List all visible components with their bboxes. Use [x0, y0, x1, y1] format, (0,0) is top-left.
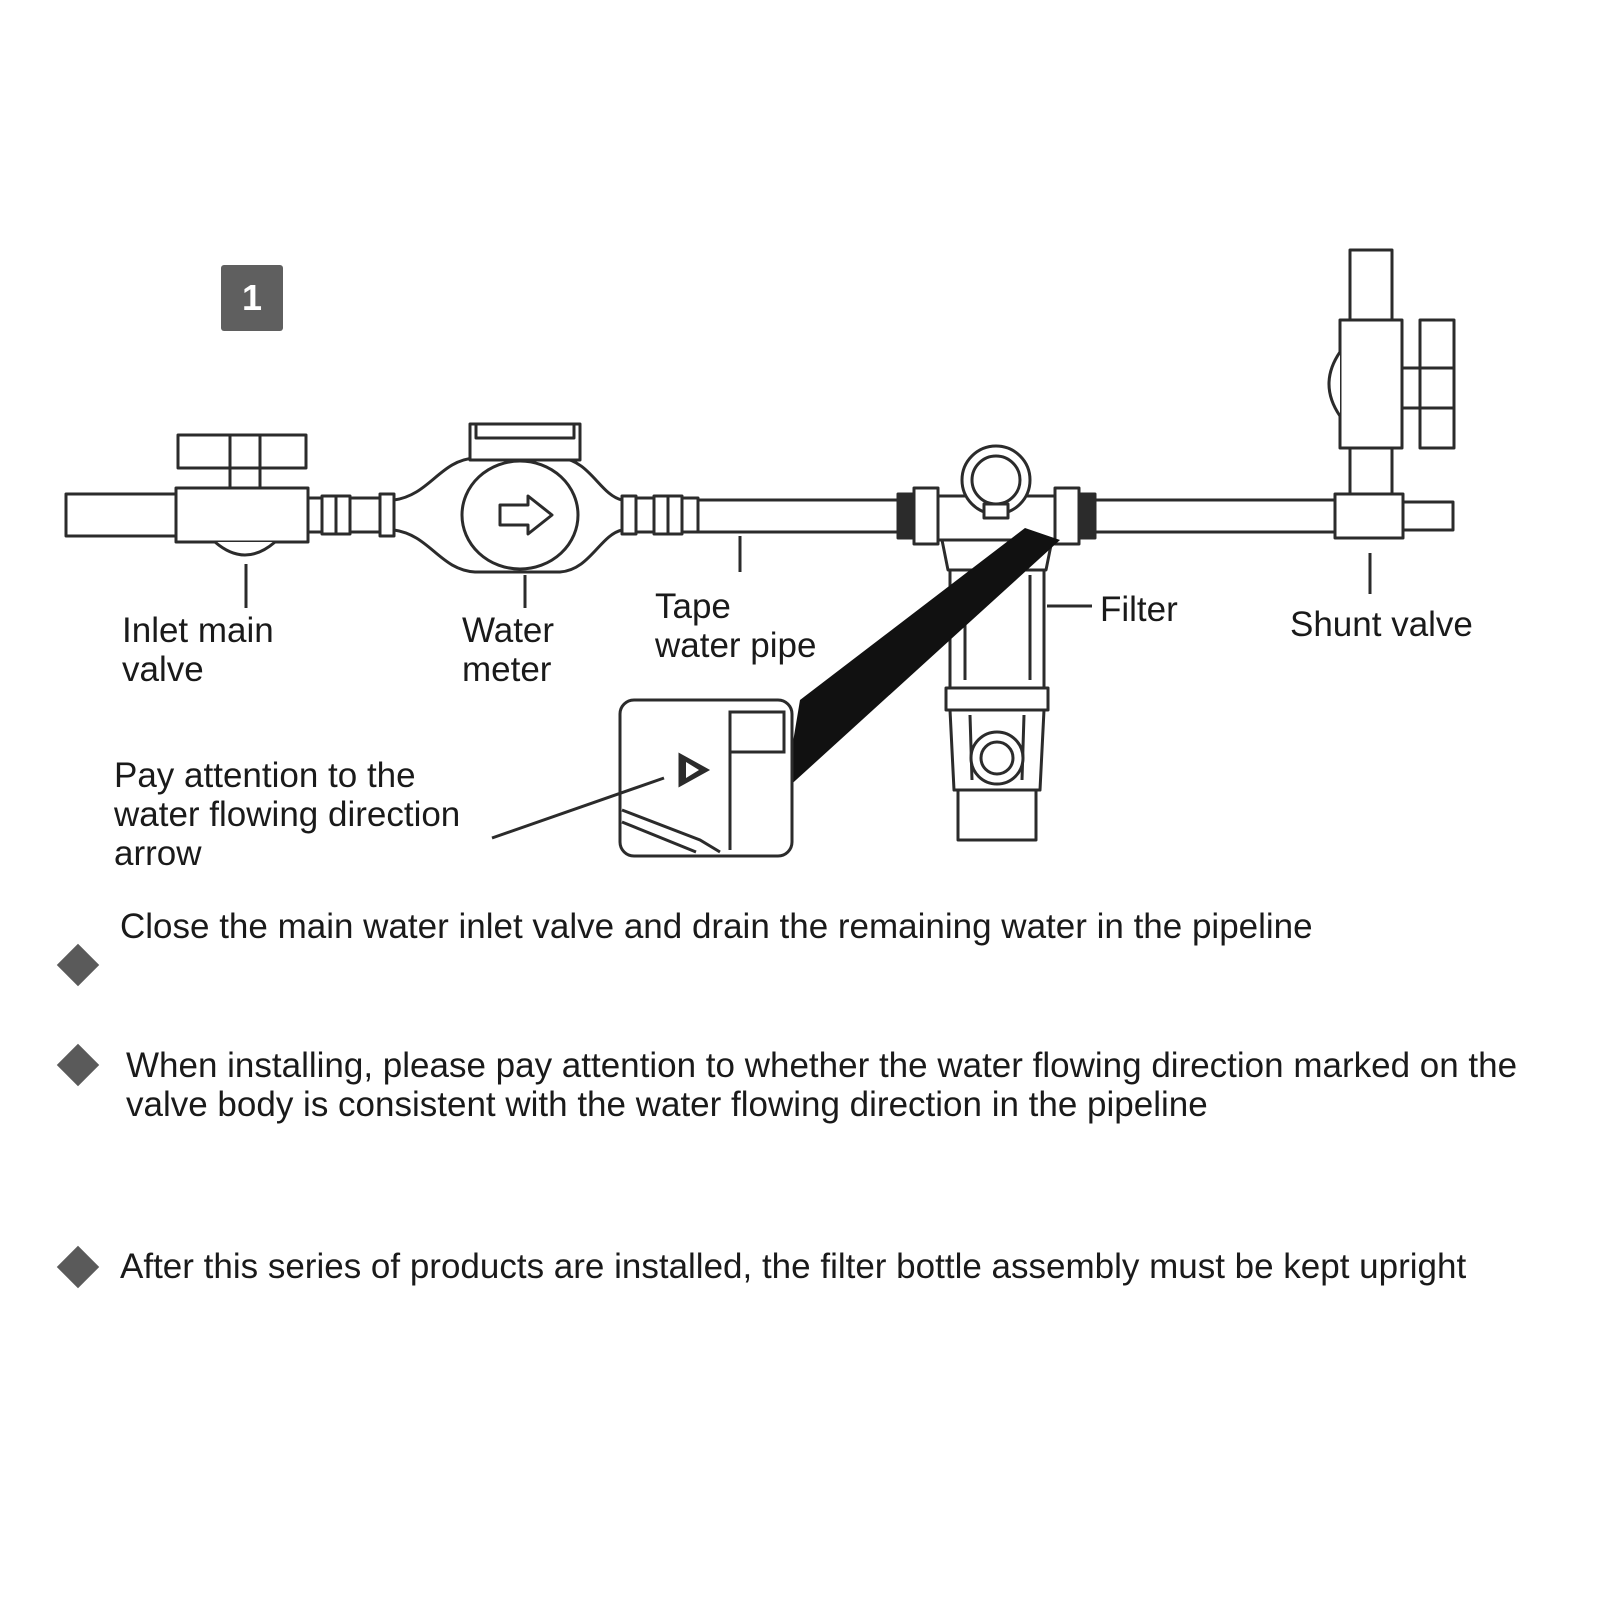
label-tape-water-pipe: Tape water pipe [655, 587, 817, 665]
inlet-main-valve [64, 433, 396, 557]
step-number-badge: 1 [221, 265, 283, 331]
label-shunt-valve: Shunt valve [1290, 605, 1473, 644]
label-water-meter: Water meter [462, 611, 555, 689]
label-flow-arrow-note: Pay attention to the water flowing direc… [114, 756, 461, 873]
detail-inset [618, 698, 794, 858]
shunt-valve-device [1327, 248, 1456, 540]
instruction-2: When installing, please pay attention to… [126, 1046, 1518, 1124]
instruction-1: Close the main water inlet valve and dra… [120, 907, 1313, 946]
tape-water-pipe [696, 498, 900, 534]
instruction-3: After this series of products are instal… [120, 1247, 1467, 1286]
label-filter: Filter [1100, 590, 1178, 629]
water-meter-device [392, 422, 700, 574]
label-inlet-main-valve: Inlet main valve [122, 611, 274, 689]
zoom-cone [785, 528, 1060, 790]
